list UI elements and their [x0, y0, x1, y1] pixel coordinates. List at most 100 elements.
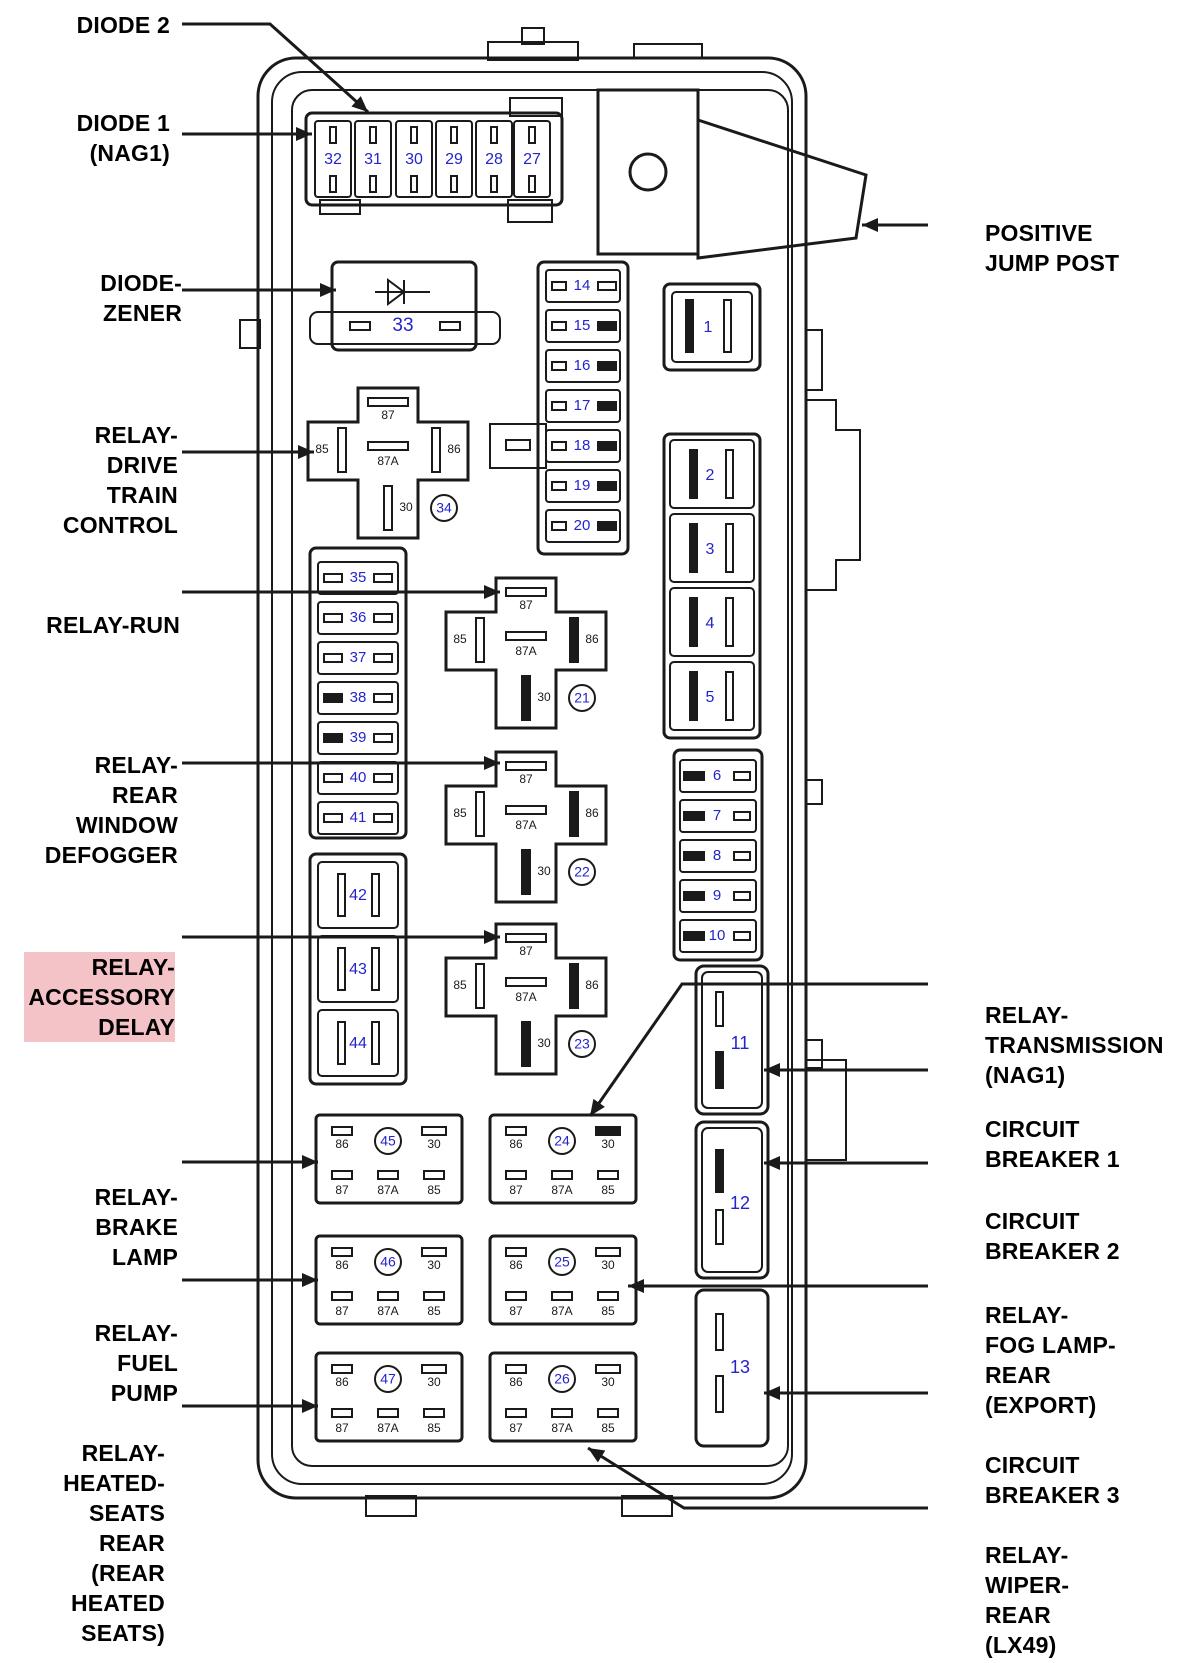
housing-outer: [256, 56, 808, 1500]
right-maxi-fuse: 4: [669, 587, 755, 657]
positive-jump-post-arrow: [862, 218, 928, 232]
diode-zener-number: 33: [392, 315, 413, 336]
right-maxi-fuse-frame: [662, 432, 762, 740]
maxi-fuse-number: 44: [349, 1035, 367, 1052]
pin-label-30: 30: [537, 1036, 551, 1050]
mini-fuse-terminal: [551, 481, 567, 491]
relay-pin-30: [421, 1247, 447, 1257]
relay-number-circle: [374, 1365, 402, 1393]
maxi-fuse-terminal: [725, 671, 734, 721]
left-maxi-fuse: 42: [317, 861, 399, 929]
circuit-breaker-1: 11: [694, 964, 770, 1116]
relay-pin-87a: [367, 441, 409, 451]
pin-label-30: 30: [601, 1258, 615, 1272]
relay-number: 45: [380, 1133, 396, 1149]
top-fuse-number: 30: [405, 151, 423, 168]
relay-fog-lamp-rear-arrow-head: [628, 1279, 644, 1293]
mini-fuse-terminal: [733, 771, 751, 781]
relay-fog-lamp-rear-label: RELAY-FOG LAMP-REAR(EXPORT): [985, 1302, 1116, 1418]
micro-relay-frame: [314, 1351, 464, 1443]
maxi-fuse-terminal: [689, 523, 698, 573]
left-mini-fuse: 35: [317, 561, 399, 595]
top-fuse-cavity: 32: [314, 120, 352, 198]
left-mini-fuse: 41: [317, 801, 399, 835]
diode-zener-label: DIODE-ZENER: [100, 270, 182, 326]
top-fuse-number: 31: [364, 151, 382, 168]
pin-label-87a: 87A: [515, 990, 536, 1004]
maxi-fuse-slot: [317, 1009, 399, 1077]
pin-label-87a: 87A: [551, 1421, 572, 1435]
maxi-fuse-number: 4: [706, 615, 715, 632]
right-maxi-fuse: 5: [669, 661, 755, 731]
relay-drive-train-control-arrow-head: [298, 445, 314, 459]
maxi-fuse-terminal: [337, 1021, 346, 1065]
top-fuse-terminal: [490, 126, 498, 144]
relay-transmission-label: RELAY-TRANSMISSION(NAG1): [985, 1002, 1164, 1088]
relay-transmission-arrow-line: [588, 982, 928, 1117]
top-fuse-terminal: [369, 175, 377, 193]
center-mini-fuse: 16: [545, 349, 621, 383]
relay-wiper-rear-label: RELAY-WIPER-REAR(LX49): [985, 1542, 1070, 1658]
left-mini-fuse: 40: [317, 761, 399, 795]
mini-fuse-slot: [679, 839, 757, 873]
mini-fuse-terminal: [683, 811, 705, 821]
maxi-fuse-number: 3: [706, 541, 715, 558]
mini-fuse-terminal: [733, 811, 751, 821]
pin-label-87: 87: [519, 772, 533, 786]
maxi-fuse-terminal: [371, 1021, 380, 1065]
pin-label-87: 87: [519, 944, 533, 958]
relay-wiper-rear-arrow-line: [587, 1446, 928, 1510]
top-fuse-terminal: [329, 126, 337, 144]
pin-label-87a: 87A: [377, 454, 398, 468]
relay-number: 22: [574, 864, 590, 880]
circuit-breaker-terminal: [715, 1313, 724, 1351]
maxi-fuse-terminal: [689, 597, 698, 647]
mini-fuse-number: 18: [574, 437, 591, 454]
relay-pin-85: [423, 1408, 445, 1418]
mini-fuse-terminal: [683, 931, 705, 941]
top-fuse-cavity: 27: [513, 120, 551, 198]
diode-zener-module: 33: [309, 260, 501, 352]
pin-label-86: 86: [509, 1258, 523, 1272]
center-mini-fuse-frame: [536, 260, 630, 556]
pin-label-87: 87: [335, 1304, 349, 1318]
maxi-fuse-number: 42: [349, 887, 367, 904]
diode-2-label: DIODE 2: [76, 12, 170, 38]
circuit-breaker-2: 12: [694, 1120, 770, 1280]
diode-zener-terminal: [349, 321, 371, 331]
relay-pin-86: [505, 1364, 527, 1374]
housing-right-clip-1: [805, 329, 823, 391]
maxi-fuse-1-slot: [671, 291, 753, 363]
pin-label-86: 86: [335, 1375, 349, 1389]
relay-pin-30: [595, 1126, 621, 1136]
relay-number-circle: [374, 1248, 402, 1276]
housing-top-tab-small: [521, 27, 545, 45]
relay-rear-window-defogger-arrow-head: [484, 756, 500, 770]
pin-label-86: 86: [585, 806, 599, 820]
pin-label-86: 86: [509, 1375, 523, 1389]
right-mini-fuse: 9: [679, 879, 757, 913]
right-mini-fuse: 8: [679, 839, 757, 873]
relay-number-circle: [374, 1127, 402, 1155]
relay-pin-86: [331, 1126, 353, 1136]
relay-pin-87a: [551, 1408, 573, 1418]
left-mini-fuse: 39: [317, 721, 399, 755]
circuit-breaker-slot: [701, 971, 763, 1109]
mini-fuse-number: 9: [713, 887, 721, 904]
circuit-breaker-number: 12: [730, 1193, 750, 1213]
center-mini-fuse: 15: [545, 309, 621, 343]
mini-fuse-terminal: [373, 813, 393, 823]
mini-fuse-terminal: [323, 813, 343, 823]
relay-pin-85: [475, 617, 485, 663]
housing-bottom-tab-2: [621, 1495, 673, 1517]
mini-fuse-terminal: [597, 321, 617, 331]
relay-pin-87: [505, 1408, 527, 1418]
relay-wiper-rear-arrow-head: [588, 1448, 606, 1463]
right-maxi-fuse: 3: [669, 513, 755, 583]
